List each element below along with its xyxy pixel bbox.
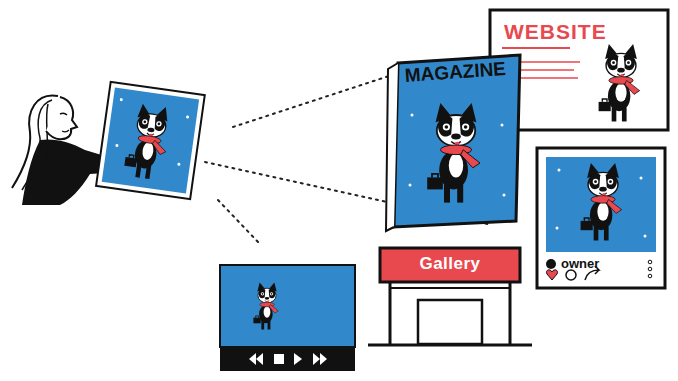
gallery-label: Gallery bbox=[380, 254, 520, 274]
website-label: WEBSITE bbox=[504, 20, 607, 44]
social-post: owner bbox=[537, 148, 665, 288]
drawing-canvas bbox=[96, 82, 205, 199]
post-label: owner bbox=[561, 256, 599, 271]
post-outline bbox=[537, 148, 665, 288]
video-player bbox=[220, 265, 355, 371]
magazine-cover: MAGAZINE bbox=[392, 55, 522, 227]
gallery-building: Gallery bbox=[380, 248, 520, 348]
